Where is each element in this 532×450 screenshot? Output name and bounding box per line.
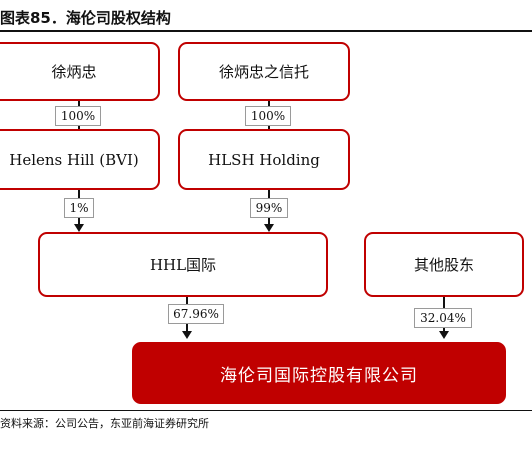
node-hlsh-holding: HLSH Holding <box>178 129 350 190</box>
node-label: 海伦司国际控股有限公司 <box>220 365 418 386</box>
arrow-head-icon <box>182 331 192 339</box>
node-label: Helens Hill (BVI) <box>9 150 139 169</box>
arrow-head-icon <box>264 224 274 232</box>
source-note: 资料来源：公司公告，东亚前海证券研究所 <box>0 417 209 430</box>
node-helens-hill: Helens Hill (BVI) <box>0 129 160 190</box>
title-divider <box>0 30 532 32</box>
node-hhl: HHL国际 <box>38 232 328 297</box>
arrow-head-icon <box>439 331 449 339</box>
node-label: HHL国际 <box>149 256 217 274</box>
node-label: 徐炳忠之信托 <box>218 63 309 81</box>
node-other-shareholders: 其他股东 <box>364 232 524 297</box>
node-helens-international: 海伦司国际控股有限公司 <box>132 342 506 404</box>
edge-label-helens-hill-to-hhl: 1% <box>64 198 94 218</box>
edge-label-hhl-to-helens-intl: 67.96% <box>168 304 224 324</box>
bottom-divider <box>0 410 532 411</box>
node-xu-bingzhong: 徐炳忠 <box>0 42 160 101</box>
node-xu-trust: 徐炳忠之信托 <box>178 42 350 101</box>
edge-label-trust-to-hlsh: 100% <box>245 106 291 126</box>
node-label: 徐炳忠 <box>51 63 97 81</box>
figure-title: 图表85．海伦司股权结构 <box>0 9 171 27</box>
node-label: 其他股东 <box>413 256 474 274</box>
edge-label-others-to-helens-intl: 32.04% <box>414 308 472 328</box>
node-label: HLSH Holding <box>208 150 320 169</box>
arrow-head-icon <box>74 224 84 232</box>
edge-label-xu-to-helens-hill: 100% <box>55 106 101 126</box>
edge-label-hlsh-to-hhl: 99% <box>250 198 288 218</box>
